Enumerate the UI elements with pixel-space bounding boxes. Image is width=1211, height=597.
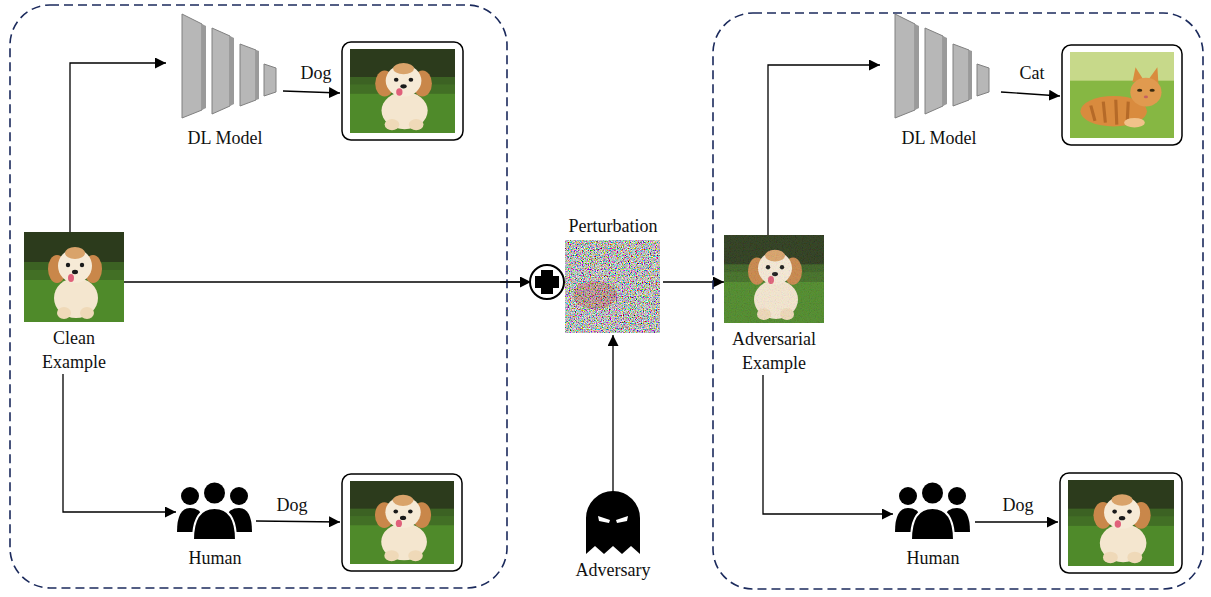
perturbation-node: Perturbation <box>563 214 663 335</box>
prediction-label: Dog <box>299 62 334 84</box>
dl-model-icon <box>182 14 276 118</box>
operator-arrow <box>500 281 531 282</box>
image-area <box>563 240 663 335</box>
output-dog-image <box>350 49 455 133</box>
image-area <box>724 235 824 323</box>
node-label: Human <box>893 546 973 570</box>
flow-arrow <box>70 63 166 232</box>
node-label: Adversary <box>571 558 655 582</box>
node-label: DL Model <box>880 126 998 150</box>
human-icon <box>177 481 252 540</box>
prediction-label: Cat <box>1018 62 1047 84</box>
output-frame <box>1060 473 1182 573</box>
image-area <box>571 492 655 554</box>
input-node: Adversarial Example <box>724 235 824 375</box>
prediction-arrow <box>975 521 1058 522</box>
flow-arrow <box>612 335 613 492</box>
flow-arrow <box>763 375 893 514</box>
prediction-arrow <box>283 91 340 93</box>
prediction-arrow <box>256 521 340 522</box>
dl-model-icon <box>895 14 989 118</box>
clean-dog-image <box>24 232 124 322</box>
node-label: Perturbation <box>563 214 663 238</box>
dashed-region <box>10 5 507 588</box>
output-frame <box>1062 45 1182 145</box>
model-node: DL Model <box>880 12 998 150</box>
node-label: Human <box>176 546 254 570</box>
node-label: Adversarial Example <box>724 327 824 375</box>
human-node: Human <box>893 478 973 570</box>
noise-overlay <box>724 235 824 323</box>
image-area <box>880 12 998 122</box>
output-dog-image <box>1068 480 1174 566</box>
perturbation-noise <box>565 240 660 333</box>
output-frame <box>342 474 462 571</box>
image-area <box>893 478 973 542</box>
output-dog-image <box>350 481 454 564</box>
dashed-region <box>713 13 1203 589</box>
model-node: DL Model <box>166 12 284 150</box>
input-node: Clean Example <box>24 232 124 374</box>
flow-arrow <box>768 65 880 235</box>
adversary-node: Adversary <box>571 492 655 582</box>
image-area <box>24 232 124 322</box>
image-area <box>166 12 284 122</box>
noise-tint <box>573 281 617 309</box>
output-frame <box>342 42 463 140</box>
plus-operator <box>530 265 564 299</box>
human-node: Human <box>176 478 254 570</box>
adversarial-dog-image <box>724 235 824 323</box>
node-label: Clean Example <box>24 326 124 374</box>
image-area <box>176 478 254 542</box>
output-cat-image <box>1070 52 1174 138</box>
flow-arrow <box>124 281 563 282</box>
prediction-label: Dog <box>275 494 310 516</box>
plus-sign <box>535 270 559 294</box>
prediction-arrow <box>1001 92 1060 96</box>
node-label: DL Model <box>166 126 284 150</box>
flow-arrow <box>663 281 724 282</box>
human-icon <box>895 481 970 540</box>
adversary-icon <box>586 491 640 554</box>
prediction-label: Dog <box>1001 494 1036 516</box>
flow-arrow <box>63 374 176 512</box>
